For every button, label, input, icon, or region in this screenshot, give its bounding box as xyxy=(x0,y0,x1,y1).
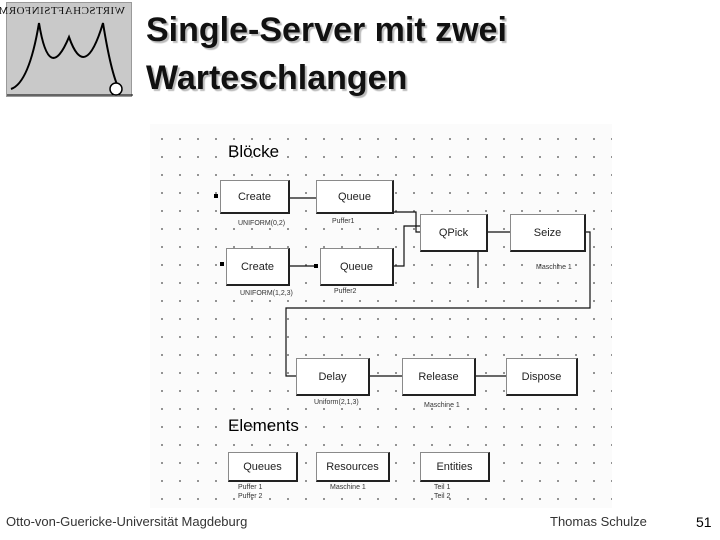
delay-module[interactable]: Delay xyxy=(296,358,370,396)
slide-title-line-1: Single-Server mit zwei xyxy=(146,11,507,49)
release-sublabel: Maschine 1 xyxy=(424,402,460,409)
model-canvas[interactable]: Blöcke Create UNIFORM(0,2) Queue Puffer1… xyxy=(150,124,612,508)
delay-sublabel: Uniform(2,1,3) xyxy=(314,399,359,406)
entities-sublabel-1: Teil 1 xyxy=(434,484,451,491)
footer-author: Thomas Schulze xyxy=(550,514,647,529)
seize-module[interactable]: Seize xyxy=(510,214,586,252)
create-module-1[interactable]: Create xyxy=(220,180,290,214)
queues-sublabel-2: Puffer 2 xyxy=(238,493,263,500)
qpick-module[interactable]: QPick xyxy=(420,214,488,252)
logo-text: WIRTSCHAFTSINFORMATIK xyxy=(0,5,125,17)
logo-graphic xyxy=(7,22,133,96)
resources-element[interactable]: Resources xyxy=(316,452,390,482)
connection-point xyxy=(314,264,318,268)
queue-2-sublabel: Puffer2 xyxy=(334,288,357,295)
release-module[interactable]: Release xyxy=(402,358,476,396)
queues-element[interactable]: Queues xyxy=(228,452,298,482)
create-module-2[interactable]: Create xyxy=(226,248,290,286)
queue-1-sublabel: Puffer1 xyxy=(332,218,355,225)
seize-sublabel: Maschine 1 xyxy=(536,264,572,271)
dispose-module[interactable]: Dispose xyxy=(506,358,578,396)
create-2-sublabel: UNIFORM(1,2,3) xyxy=(240,290,293,297)
entities-sublabel-2: Teil 2 xyxy=(434,493,451,500)
queue-module-1[interactable]: Queue xyxy=(316,180,394,214)
entities-element[interactable]: Entities xyxy=(420,452,490,482)
university-logo: WIRTSCHAFTSINFORMATIK xyxy=(0,2,133,97)
queues-sublabel-1: Puffer 1 xyxy=(238,484,263,491)
blocks-section-label: Blöcke xyxy=(228,142,280,161)
slide-title: Single-Server mit zwei Warteschlangen xyxy=(146,6,706,102)
elements-section-label: Elements xyxy=(228,416,299,435)
connection-point xyxy=(214,194,218,198)
connection-point xyxy=(220,262,224,266)
create-1-sublabel: UNIFORM(0,2) xyxy=(238,220,286,227)
queue-module-2[interactable]: Queue xyxy=(320,248,394,286)
footer-page-number: 51 xyxy=(696,514,712,530)
resources-sublabel: Maschine 1 xyxy=(330,484,366,491)
slide-title-line-2: Warteschlangen xyxy=(146,59,408,97)
footer-university: Otto-von-Guericke-Universität Magdeburg xyxy=(6,514,248,529)
